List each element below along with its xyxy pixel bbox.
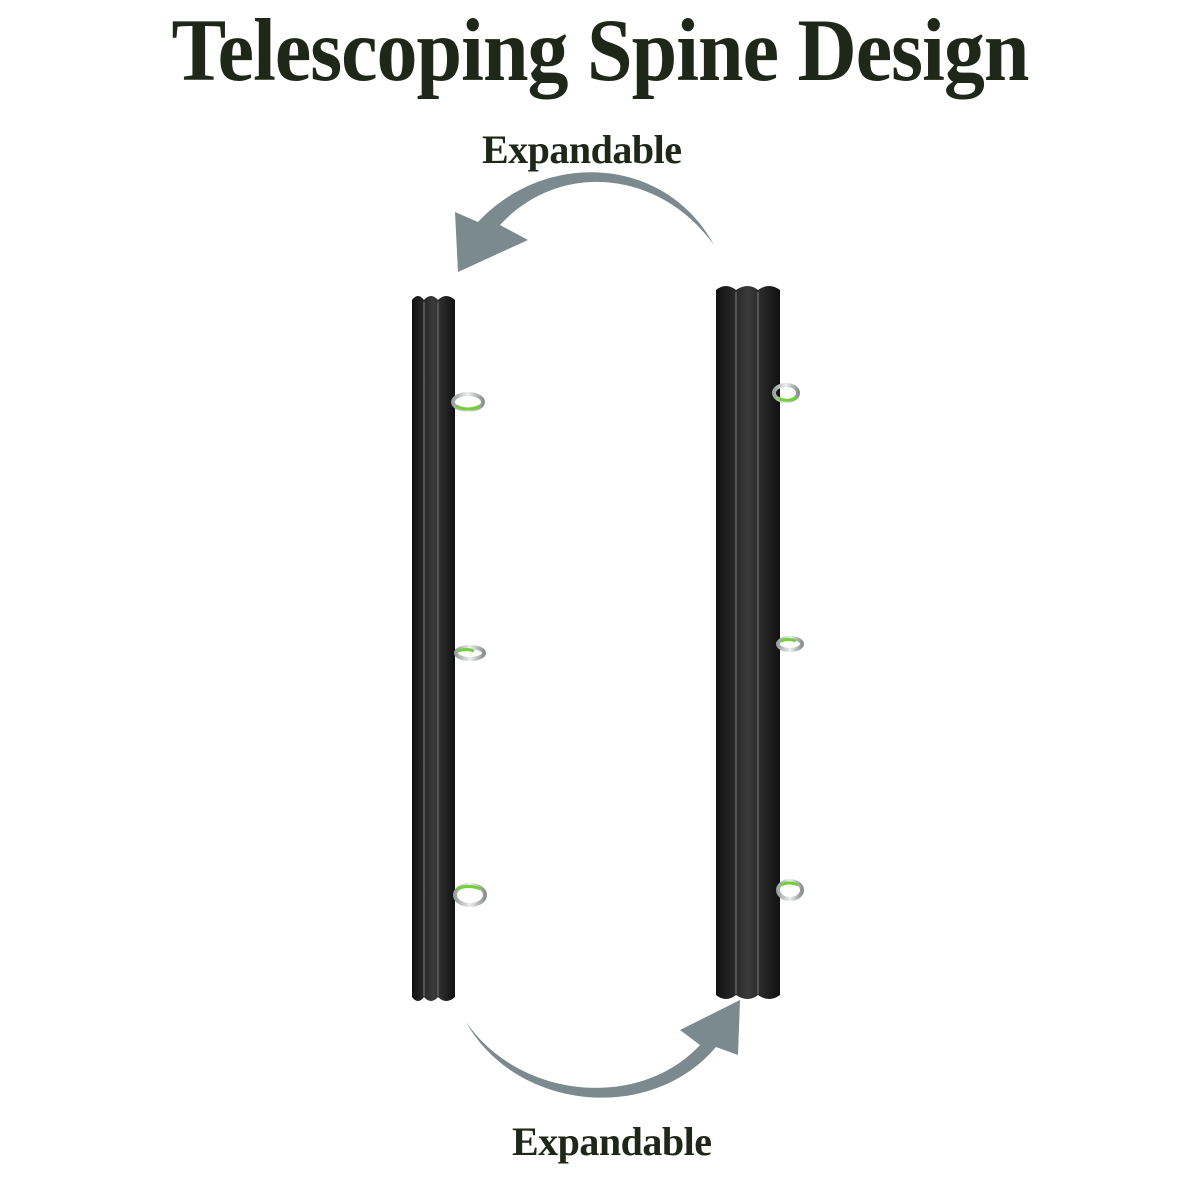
curved-arrow-left-icon <box>455 172 714 272</box>
curved-arrow-right-icon <box>466 1000 740 1098</box>
expandable-label-bottom: Expandable <box>512 1119 712 1164</box>
right-ring-middle <box>776 636 804 652</box>
page-title: Telescoping Spine Design <box>171 1 1030 100</box>
left-ring-top <box>451 392 485 412</box>
expandable-label-top: Expandable <box>482 127 682 172</box>
right-ring-bottom <box>776 879 804 901</box>
left-ring-middle <box>454 645 486 661</box>
right-ring-top <box>772 383 800 403</box>
right-spine <box>716 286 780 999</box>
left-ring-bottom <box>453 883 487 907</box>
left-spine <box>412 296 455 1001</box>
